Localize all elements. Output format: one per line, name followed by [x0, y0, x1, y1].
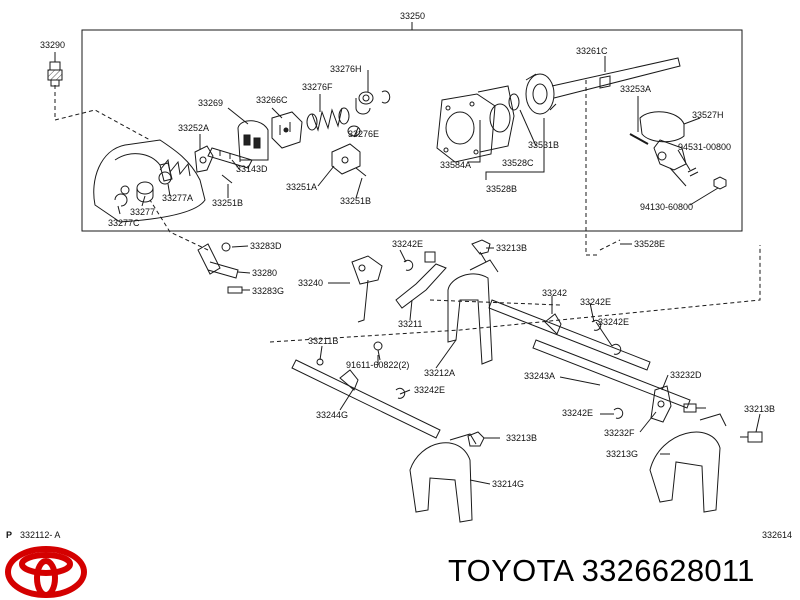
label-33527H: 33527H: [692, 110, 724, 120]
label-33211B: 33211B: [308, 336, 338, 346]
label-33243A: 33243A: [524, 371, 555, 381]
label-33251B: 33251B: [340, 196, 371, 206]
label-33213G: 33213G: [606, 449, 638, 459]
nut-33283D: [221, 242, 231, 252]
part-33277C: [114, 193, 128, 207]
label-33276F: 33276F: [302, 82, 333, 92]
ring-33531B: [508, 93, 520, 111]
plate-33269: [237, 120, 269, 161]
label-33283G: 33283G: [252, 286, 284, 296]
label-33531B: 33531B: [528, 140, 559, 150]
bolt-33213B-top: [471, 239, 491, 263]
label-33269: 33269: [198, 98, 223, 108]
label-33280: 33280: [252, 268, 277, 278]
label-33232F: 33232F: [604, 428, 635, 438]
lever-33240: [351, 255, 383, 323]
label-33213B: 33213B: [496, 243, 527, 253]
part-number-title: TOYOTA 3326628011: [448, 553, 755, 588]
ref-left: 332112- A: [20, 530, 60, 540]
housing-33584A: [436, 85, 515, 163]
label-33213B: 33213B: [744, 404, 775, 414]
clip-33242E-3: [611, 343, 622, 355]
label-33253A: 33253A: [620, 84, 651, 94]
label-91611-60822: 91611-60822(2): [346, 360, 409, 370]
part-33251A: [331, 143, 361, 175]
shaft-33243A: [532, 339, 691, 409]
lever-33527H: [639, 111, 687, 187]
bolt-33232D: [683, 403, 706, 413]
label-33242E: 33242E: [598, 317, 629, 327]
label-94531-00800: 94531-00800: [678, 142, 731, 152]
part-33277: [136, 181, 154, 195]
lever-33252A: [194, 145, 214, 173]
label-33242E: 33242E: [580, 297, 611, 307]
nut-94130: [713, 176, 727, 190]
label-33528C: 33528C: [502, 158, 534, 168]
pin-33251B-right: [355, 167, 367, 177]
label-33528E: 33528E: [634, 239, 665, 249]
fork-33213G: [649, 413, 727, 513]
dashed-leaders: [54, 80, 761, 343]
actuator-33280: [197, 242, 243, 294]
label-33277C: 33277C: [108, 218, 140, 228]
label-33277A: 33277A: [162, 193, 193, 203]
spring-33276F: [306, 107, 350, 132]
label-33211: 33211: [398, 319, 422, 329]
label-33277: 33277: [130, 207, 155, 217]
pin-33253A: [629, 133, 649, 145]
bolt-33213B-right: [740, 431, 763, 443]
clip-33242E-1: [403, 259, 414, 271]
bolt-91611: [373, 341, 383, 361]
transmission-housing-part: [93, 139, 206, 223]
pin-33251B-left: [221, 174, 233, 184]
label-33266C: 33266C: [256, 95, 288, 105]
shaft-33242: [488, 299, 651, 371]
label-33251B: 33251B: [212, 198, 243, 208]
label-94130-60800: 94130-60800: [640, 202, 693, 212]
label-33261C: 33261C: [576, 46, 608, 56]
block-33266C: [271, 111, 303, 149]
part-labels: 33250 33290 33276H 33261C 33266C 33276F …: [6, 11, 792, 540]
label-33250: 33250: [400, 11, 425, 21]
spring-33277A: [159, 158, 191, 182]
label-33214G: 33214G: [492, 479, 524, 489]
bolt-33213B-mid: [467, 431, 485, 447]
washer-94531: [687, 167, 699, 177]
label-33276H: 33276H: [330, 64, 362, 74]
clip-33242E-5: [613, 407, 624, 419]
label-33242E: 33242E: [562, 408, 593, 418]
plate-33143D: [207, 147, 253, 169]
toyota-logo: [5, 546, 87, 598]
label-33244G: 33244G: [316, 410, 348, 420]
label-33232D: 33232D: [670, 370, 702, 380]
label-33290: 33290: [40, 40, 65, 50]
pin-33283G: [227, 286, 243, 294]
part-33277-body: [136, 188, 154, 203]
part-33211: [395, 251, 447, 309]
part-33276H: [355, 90, 391, 115]
ref-prefix: P: [6, 530, 12, 540]
label-33242: 33242: [542, 288, 567, 298]
label-33240: 33240: [298, 278, 323, 288]
label-33143D: 33143D: [236, 164, 268, 174]
label-33283D: 33283D: [250, 241, 282, 251]
label-33252A: 33252A: [178, 123, 209, 133]
label-33251A: 33251A: [286, 182, 317, 192]
label-33584A: 33584A: [440, 160, 471, 170]
label-33212A: 33212A: [424, 368, 455, 378]
label-33242E: 33242E: [414, 385, 445, 395]
shaft-33244G: [291, 358, 441, 439]
leader-lines: [54, 52, 761, 485]
switch-33290: [47, 61, 63, 87]
label-33213B: 33213B: [506, 433, 537, 443]
fork-33214G: [409, 433, 477, 523]
label-33242E: 33242E: [392, 239, 423, 249]
label-33276E: 33276E: [348, 129, 379, 139]
part-33232F: [650, 385, 672, 423]
shaft-33261C: [525, 57, 681, 115]
label-33528B: 33528B: [486, 184, 517, 194]
ref-right: 332614: [762, 530, 792, 540]
fork-33212A: [447, 259, 499, 365]
